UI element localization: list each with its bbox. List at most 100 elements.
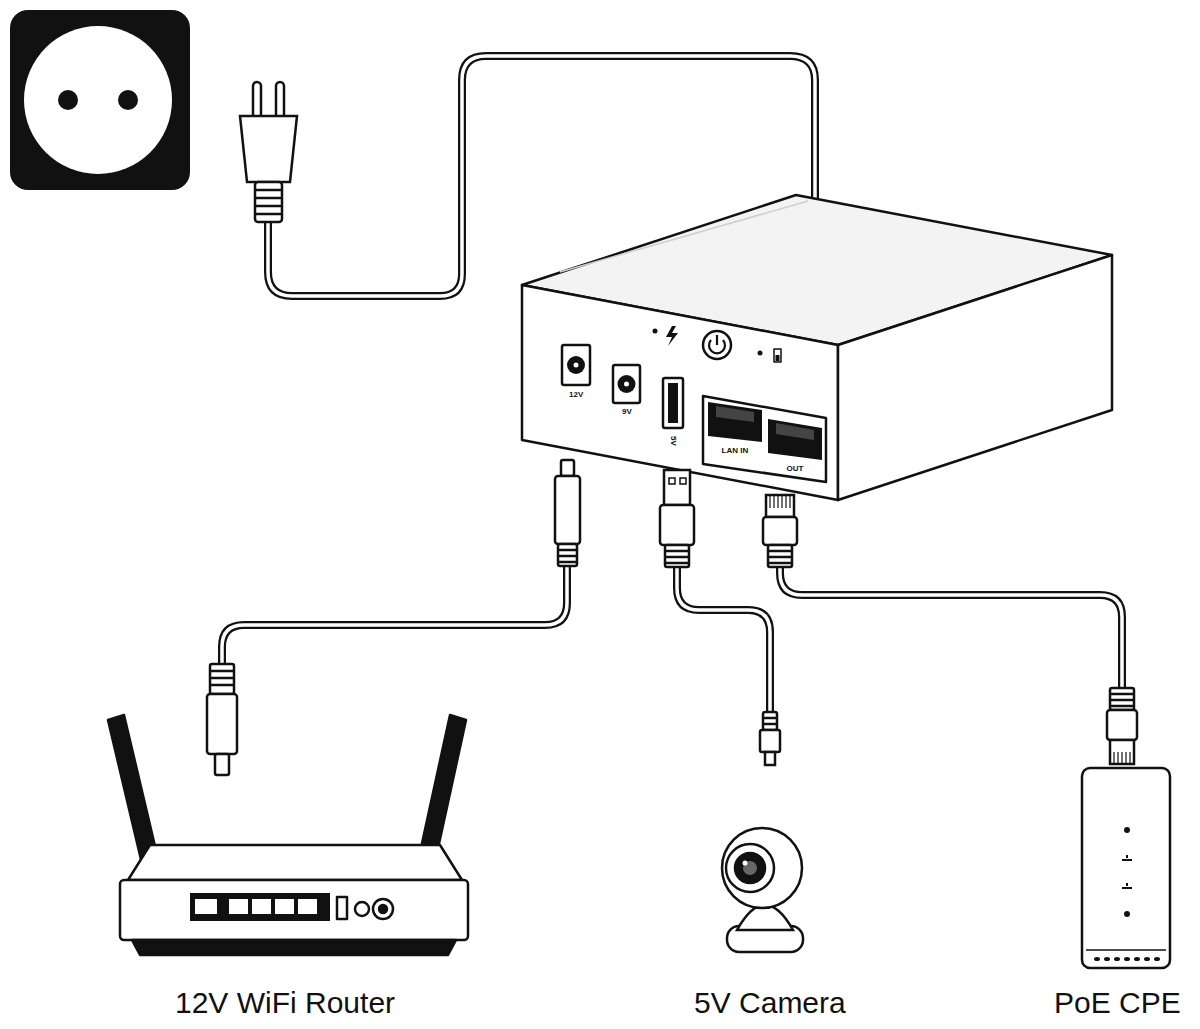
usb-a-plug [665, 551, 689, 563]
port-label: LAN IN [722, 447, 749, 455]
wifi-router [373, 899, 393, 919]
dc-barrel-plug [558, 550, 577, 562]
poe-cpe [1104, 957, 1110, 961]
usb-a-plug [660, 505, 694, 545]
mini-ups-box [703, 396, 826, 482]
dc-barrel-plug [555, 460, 580, 566]
security-camera [743, 861, 757, 875]
wall-outlet [10, 10, 190, 190]
poe-cpe [1082, 768, 1170, 968]
poe-cpe [1122, 883, 1132, 888]
poe-cpe [1154, 957, 1160, 961]
dc-barrel-plug [207, 664, 237, 775]
usb-a-plug [660, 470, 694, 567]
wifi-router [379, 905, 387, 913]
poe-cpe [1094, 957, 1160, 961]
wall-outlet [24, 26, 172, 174]
micro-usb-plug [760, 712, 780, 765]
port-label: 5V [669, 436, 677, 446]
mini-ups-box [522, 285, 838, 500]
mini-ups-box [768, 419, 822, 460]
dc-barrel-plug [210, 664, 234, 694]
poe-cpe [1124, 827, 1130, 833]
micro-usb-plug [763, 718, 777, 724]
wifi-router [108, 715, 468, 955]
device-caption: 5V Camera [694, 988, 846, 1018]
dc-barrel-plug [210, 671, 234, 685]
mini-ups-box [562, 345, 590, 385]
mini-ups-box [574, 363, 579, 368]
cpe-device: PoE CPE [1040, 765, 1195, 1026]
security-camera [722, 828, 802, 908]
mini-ups-box [758, 351, 763, 356]
mini-ups-box [716, 406, 754, 422]
mini-ups-box [703, 331, 731, 359]
cable [780, 500, 1122, 765]
poe-cpe [1082, 768, 1170, 968]
mini-ups-box [522, 195, 1112, 500]
wifi-router [355, 902, 369, 916]
rj45-plug [766, 495, 794, 517]
rj45-plug [1110, 740, 1134, 764]
mini-ups-box [838, 255, 1112, 500]
rj45-plug [1110, 694, 1134, 706]
cable [222, 500, 567, 776]
usb-a-plug [664, 470, 690, 505]
rj45-plug [1110, 688, 1134, 710]
poe-cpe [1114, 957, 1120, 961]
poe-cpe [1094, 957, 1100, 961]
mini-ups-box [567, 356, 585, 374]
cable [780, 500, 1122, 765]
wifi-router [337, 897, 347, 919]
camera-device: 5V Camera [680, 766, 860, 1026]
micro-usb-plug [760, 730, 780, 752]
micro-usb-plug [763, 712, 777, 730]
port-label: 12V [569, 391, 583, 399]
wall-outlet [10, 10, 190, 190]
device-caption: 12V WiFi Router [175, 988, 395, 1018]
mini-ups-box [666, 326, 678, 346]
rj45-plug [768, 551, 792, 563]
dc-barrel-plug [215, 754, 229, 775]
euro-plug [255, 182, 282, 222]
cable [222, 500, 567, 776]
rj45-plug [763, 495, 797, 567]
wall-outlet [118, 90, 138, 110]
poe-cpe [1144, 957, 1150, 961]
mini-ups-box [618, 375, 636, 393]
mini-ups-box [668, 383, 678, 423]
rj45-plug [770, 495, 790, 508]
poe-cpe [1124, 911, 1130, 917]
wifi-router [195, 899, 217, 914]
wifi-router [229, 899, 248, 914]
port-label: OUT [787, 465, 804, 473]
security-camera [726, 844, 774, 892]
poe-cpe [1124, 957, 1130, 961]
dc-barrel-plug [558, 544, 577, 566]
mini-ups-box [560, 201, 808, 272]
wifi-router [120, 880, 468, 940]
poe-cpe [1134, 957, 1140, 961]
euro-plug [253, 82, 261, 118]
rj45-plug [763, 517, 797, 545]
security-camera [722, 828, 803, 952]
euro-plug [240, 116, 297, 182]
poe-cpe [1086, 949, 1166, 951]
mini-ups: 12V9V5VLAN INOUT [522, 285, 838, 500]
mini-ups-box [716, 335, 718, 345]
cable [222, 500, 567, 776]
rj45-plug [1107, 710, 1137, 740]
dc-barrel-plug [207, 694, 237, 754]
rj45-plug [768, 545, 792, 567]
rj45-plug [1107, 688, 1137, 764]
wifi-router [190, 893, 330, 921]
wifi-router [128, 845, 462, 880]
wifi-router [132, 940, 456, 955]
mini-ups-box [774, 349, 781, 362]
router-device: 12V WiFi Router [100, 776, 470, 1026]
wifi-router [275, 899, 294, 914]
dc-barrel-plug [555, 476, 580, 544]
security-camera [743, 861, 748, 866]
cable [780, 500, 1122, 765]
